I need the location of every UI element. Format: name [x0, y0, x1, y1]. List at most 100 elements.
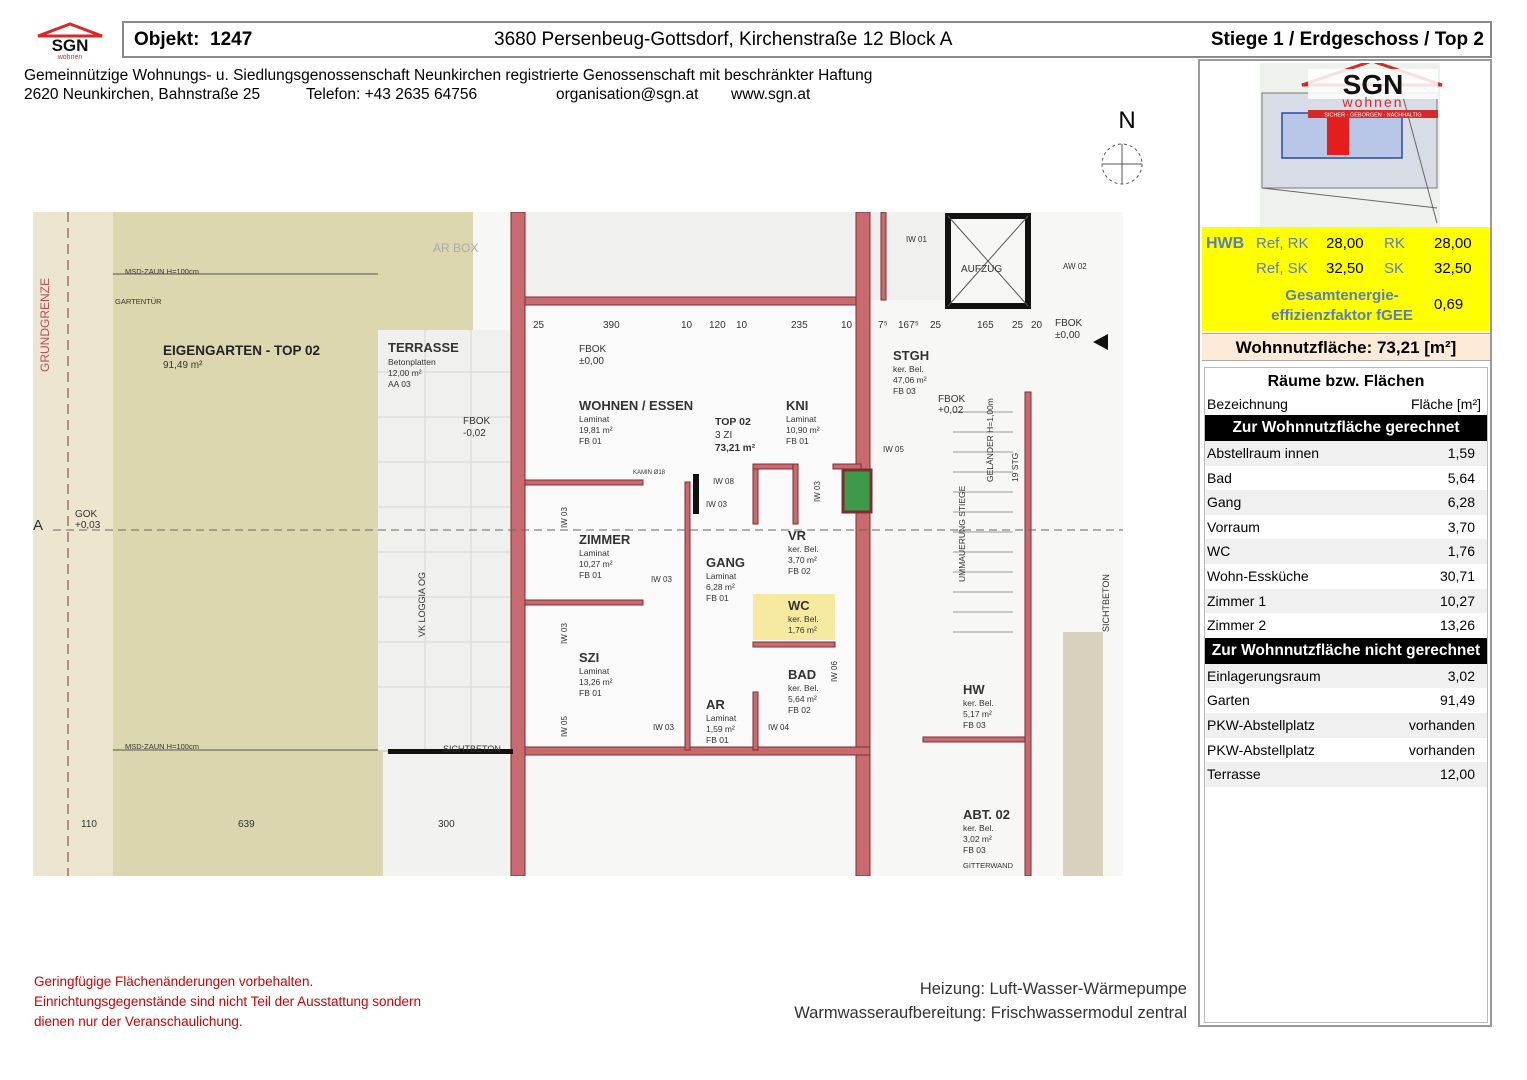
room-stgh-code: FB 03	[893, 386, 916, 396]
room-gang-code: FB 01	[706, 593, 729, 603]
room-stgh-floor: ker. Bel.	[893, 364, 924, 374]
room-area: 30,71	[1439, 567, 1475, 584]
room-hw-code: FB 03	[963, 720, 986, 730]
floor-plan-svg: GRUNDGRENZE EIGENGARTEN - TOP 02 91,49 m…	[33, 212, 1123, 876]
heizung-line: Heizung: Luft-Wasser-Wärmepumpe	[919, 980, 1187, 998]
terrasse-sub: Betonplatten	[388, 357, 436, 367]
room-area: 3,70	[1447, 518, 1475, 535]
gok-value: +0,03	[75, 520, 101, 531]
wall-tag: IW 03	[560, 507, 569, 528]
fbok-wohnen: FBOK	[579, 344, 607, 355]
disclaimer-line-3: dienen nur der Veranschaulichung.	[34, 1014, 243, 1029]
dim-top: 235	[791, 320, 808, 331]
cooperative-email[interactable]: organisation@sgn.at	[556, 86, 699, 103]
wall-tag: IW 03	[706, 500, 727, 509]
hwb-label: HWB	[1206, 235, 1245, 252]
room-vr-label: VR	[788, 528, 807, 543]
room-ar-floor: Laminat	[706, 713, 737, 723]
room-name: Wohn-Essküche	[1207, 567, 1309, 584]
gok-label: GOK	[75, 509, 98, 520]
section-marker-a: A	[33, 517, 43, 534]
wall-tag: IW 06	[830, 661, 839, 682]
cooperative-web[interactable]: www.sgn.at	[731, 86, 811, 103]
room-name: WC	[1207, 543, 1231, 560]
table-row: Vorraum 3,70	[1205, 515, 1487, 540]
dim-top: 25	[533, 320, 545, 331]
room-bad-label: BAD	[788, 667, 816, 682]
fbok-stgh-value: +0,02	[938, 405, 964, 416]
room-wohnen-code: FB 01	[579, 436, 602, 446]
room-szi-area: 13,26 m²	[579, 677, 613, 687]
top-label: TOP 02	[715, 416, 751, 428]
fbok-terrace-value: -0,02	[463, 428, 486, 439]
room-name: Gang	[1207, 494, 1242, 511]
sk-value: 32,50	[1434, 260, 1472, 277]
dim-top: 10	[681, 320, 693, 331]
wohnnutzflaeche: Wohnnutzfläche: 73,21 [m²]	[1202, 333, 1490, 361]
top-rooms: 3 ZI	[715, 430, 732, 441]
room-stgh-area: 47,06 m²	[893, 375, 927, 385]
room-name: Abstellraum innen	[1207, 445, 1320, 461]
sgn-logo-subtext: wohnen	[1341, 94, 1403, 110]
sichtbeton-label-2: SICHTBETON	[1101, 574, 1111, 632]
room-name: Vorraum	[1207, 518, 1260, 535]
room-abt-code: FB 03	[963, 845, 986, 855]
fgee-value: 0,69	[1434, 296, 1464, 313]
room-wohnen-area: 19,81 m²	[579, 425, 613, 435]
room-szi-code: FB 01	[579, 688, 602, 698]
room-ar-area: 1,59 m²	[706, 724, 735, 734]
room-abt-label: ABT. 02	[963, 807, 1010, 822]
wall-tag: IW 01	[906, 235, 927, 244]
gelaender-label: GELÄNDER H=1,00m	[985, 398, 995, 482]
room-ar-label: AR	[706, 697, 725, 712]
room-name: Zimmer 2	[1207, 617, 1267, 634]
room-wohnen-label: WOHNEN / ESSEN	[579, 398, 693, 413]
room-vr-area: 3,70 m²	[788, 555, 817, 565]
room-hw-area: 5,17 m²	[963, 709, 992, 719]
fbok-right-value: ±0,00	[1055, 330, 1080, 341]
energy-box: HWB Ref, RK 28,00 RK 28,00 Ref, SK 32,50…	[1202, 227, 1490, 331]
wall-tag: AW 02	[1063, 262, 1087, 271]
room-szi-label: SZI	[579, 650, 599, 665]
rk-label: RK	[1384, 235, 1405, 252]
room-area: 12,00	[1439, 766, 1475, 783]
sgn-logo-small: SGN wohnen	[34, 22, 106, 61]
room-area: vorhanden	[1408, 716, 1475, 733]
room-vr-code: FB 02	[788, 566, 811, 576]
dim-top: 390	[603, 320, 620, 331]
room-kni-floor: Laminat	[786, 414, 817, 424]
north-arrow: N	[1100, 106, 1148, 186]
room-hw-floor: ker. Bel.	[963, 698, 994, 708]
wall-tag: IW 05	[560, 716, 569, 737]
disclaimer: Geringfügige Flächenänderungen vorbehalt…	[34, 972, 421, 1032]
fgee-label-2: effizienzfaktor fGEE	[1271, 307, 1413, 324]
room-area: 6,28	[1447, 494, 1475, 511]
wall-tag: IW 08	[713, 477, 734, 486]
room-zimmer-label: ZIMMER	[579, 532, 631, 547]
objekt-number: 1247	[210, 28, 253, 50]
disclaimer-line-1: Geringfügige Flächenänderungen vorbehalt…	[34, 974, 314, 989]
sgn-logo-text: SGN	[1343, 69, 1404, 100]
stg-label: 19 STG	[1010, 453, 1020, 482]
room-kni-area: 10,90 m²	[786, 425, 820, 435]
col-area-header: Fläche [m²]	[1410, 396, 1481, 412]
fgee-label-1: Gesamtenergie-	[1285, 287, 1399, 304]
rk-value: 28,00	[1434, 235, 1472, 252]
sichtbeton-label-1: SICHTBETON	[443, 744, 501, 754]
room-area: 1,59	[1447, 445, 1475, 461]
warmwasser-line: Warmwasseraufbereitung: Frischwassermodu…	[794, 1004, 1187, 1022]
dim-bottom: 300	[438, 819, 455, 830]
room-kni-label: KNI	[786, 398, 808, 413]
heating-info: Heizung: Luft-Wasser-Wärmepumpe Warmwass…	[794, 977, 1187, 1025]
room-ar-code: FB 01	[706, 735, 729, 745]
room-area: 13,26	[1439, 617, 1475, 634]
section-not-counted: Zur Wohnnutzfläche nicht gerechnet	[1205, 637, 1487, 664]
dim-top: 10	[841, 320, 853, 331]
